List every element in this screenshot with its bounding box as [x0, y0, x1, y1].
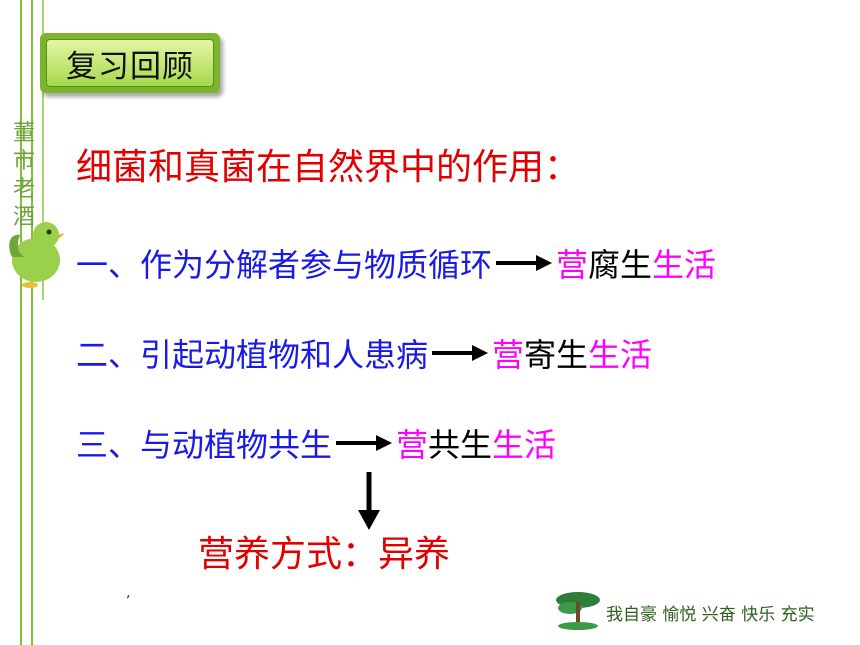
role-mode: 共生 [428, 426, 493, 464]
footer-slogan: 我自豪 愉悦 兴奋 快乐 充实 [606, 605, 815, 625]
role-mode: 腐生 [588, 246, 653, 284]
side-calligraphy: 董市老酒 [12, 121, 35, 230]
down-arrow-icon [358, 472, 380, 530]
bird-illustration [9, 222, 64, 288]
role-mode: 寄生 [524, 336, 589, 374]
decor-line-2 [31, 0, 33, 645]
nutrition-mode: 营养方式：异养 [198, 534, 451, 575]
role-suffix: 生活 [588, 336, 653, 374]
decor-line-1 [20, 0, 22, 645]
role-prefix: 营 [556, 246, 589, 284]
role-label: 二、引起动植物和人患病 [76, 336, 429, 374]
role-prefix: 营 [492, 336, 525, 374]
role-label: 三、与动植物共生 [76, 426, 333, 464]
section-badge: 复习回顾 [40, 33, 220, 93]
role-row: 一、作为分解者参与物质循环 营 腐生 生活 [76, 240, 716, 286]
role-suffix: 生活 [652, 246, 717, 284]
role-label: 一、作为分解者参与物质循环 [76, 246, 493, 284]
role-prefix: 营 [396, 426, 429, 464]
decor-line-3 [42, 0, 44, 300]
role-row: 三、与动植物共生 营 共生 生活 [76, 420, 556, 466]
right-arrow-icon [432, 345, 489, 361]
section-badge-label: 复习回顾 [46, 39, 214, 87]
right-arrow-icon [336, 435, 393, 451]
role-row: 二、引起动植物和人患病 营 寄生 生活 [76, 330, 652, 376]
right-arrow-icon [496, 255, 553, 271]
page-title: 细菌和真菌在自然界中的作用： [76, 147, 581, 188]
role-suffix: 生活 [492, 426, 557, 464]
tree-logo [556, 592, 600, 630]
stray-mark: , [126, 585, 131, 601]
